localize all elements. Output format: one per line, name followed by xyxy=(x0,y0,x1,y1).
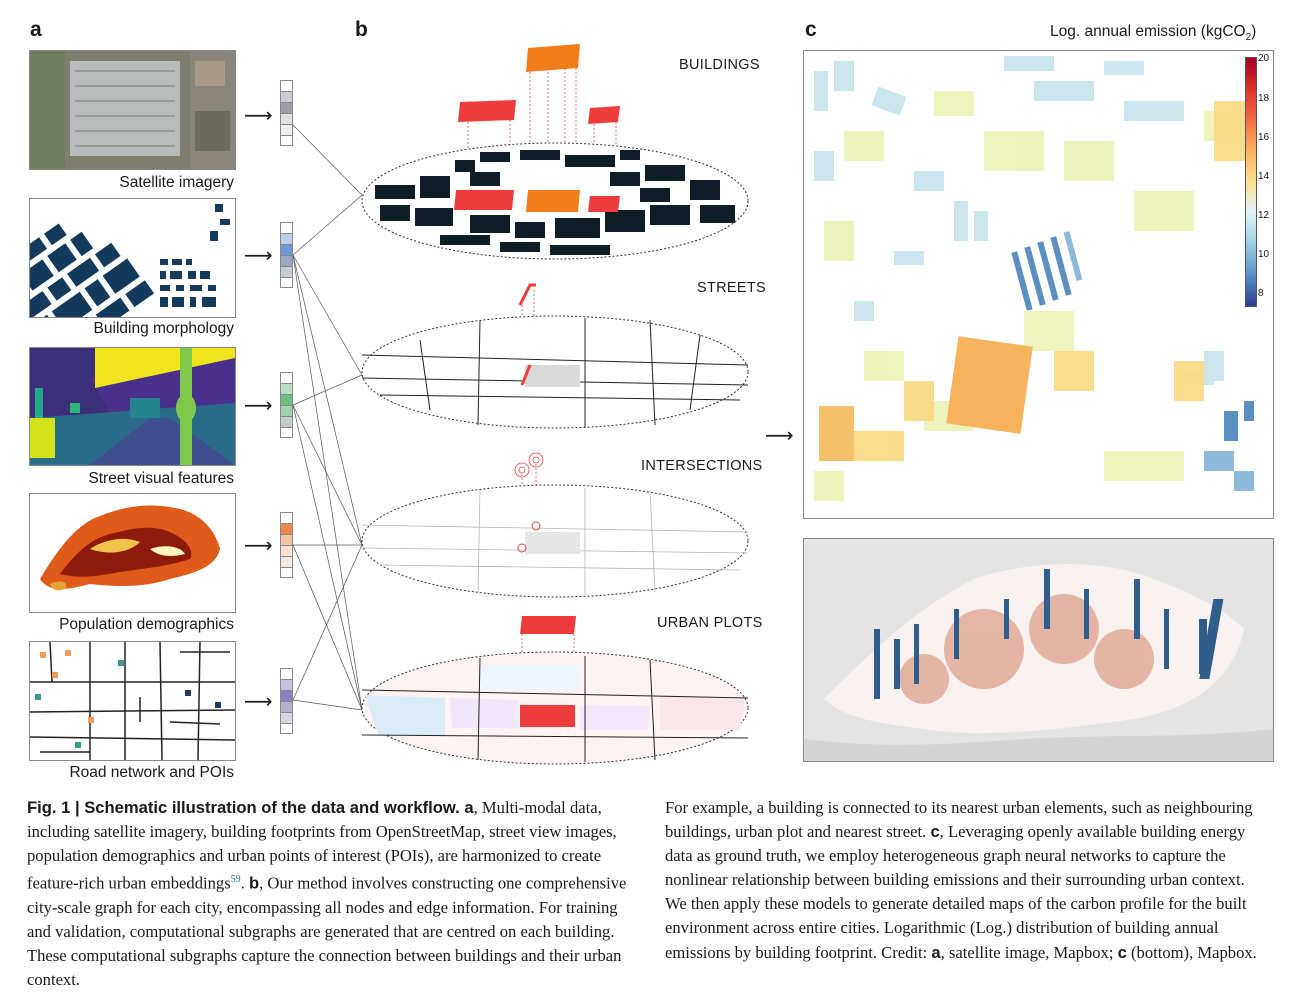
arrow-right-icon: ⟶ xyxy=(765,425,794,447)
building-morphology-image xyxy=(29,198,236,318)
arrow-right-icon: ⟶ xyxy=(244,535,273,557)
layer-label-urban-plots: URBAN PLOTS xyxy=(657,615,763,631)
layer-label-intersections: INTERSECTIONS xyxy=(641,458,763,474)
arrow-right-icon: ⟶ xyxy=(244,395,273,417)
caption-satellite-imagery: Satellite imagery xyxy=(119,174,234,191)
arrow-right-icon: ⟶ xyxy=(244,105,273,127)
road-network-image xyxy=(29,641,236,761)
figure-caption-right: For example, a building is connected to … xyxy=(665,798,1257,962)
city-3d-map xyxy=(803,538,1274,762)
street-visual-features-image xyxy=(29,347,236,466)
embedding-vector-street xyxy=(280,372,293,438)
colorbar-tick: 16 xyxy=(1258,132,1270,143)
caption-building-morphology: Building morphology xyxy=(93,320,234,337)
layer-label-buildings: BUILDINGS xyxy=(679,57,760,73)
population-demographics-image xyxy=(29,493,236,613)
urban-plots-layer xyxy=(361,616,749,765)
panel-letter-b: b xyxy=(355,18,368,41)
colorbar-tick: 14 xyxy=(1258,171,1270,182)
colorbar-tick: 20 xyxy=(1258,53,1270,64)
workflow-graph-diagram xyxy=(292,44,749,765)
caption-road-network-and-pois: Road network and POIs xyxy=(69,764,234,781)
colorbar-tick: 10 xyxy=(1258,249,1270,260)
figure-caption-left: Fig. 1 | Schematic illustration of the d… xyxy=(27,798,627,990)
colorbar-tick: 12 xyxy=(1258,210,1270,221)
intersections-layer xyxy=(361,452,749,598)
embedding-vector-morphology xyxy=(280,222,293,288)
embedding-vector-road xyxy=(280,668,293,734)
caption-street-visual-features: Street visual features xyxy=(88,470,234,487)
colorbar-tick: 18 xyxy=(1258,93,1270,104)
arrow-right-icon: ⟶ xyxy=(244,245,273,267)
caption-population-demographics: Population demographics xyxy=(59,616,234,633)
satellite-image xyxy=(29,50,236,170)
embedding-vector-population xyxy=(280,512,293,578)
streets-layer xyxy=(361,283,749,429)
arrow-right-icon: ⟶ xyxy=(244,691,273,713)
panel-letter-c: c xyxy=(805,18,817,41)
emission-map xyxy=(803,50,1274,519)
buildings-layer xyxy=(361,44,749,260)
colorbar xyxy=(1245,57,1257,307)
colorbar-tick: 8 xyxy=(1258,288,1264,299)
embedding-vector-satellite xyxy=(280,80,293,146)
layer-label-streets: STREETS xyxy=(697,280,766,296)
colorbar-title: Log. annual emission (kgCO2) xyxy=(1050,23,1257,44)
panel-letter-a: a xyxy=(30,18,42,41)
